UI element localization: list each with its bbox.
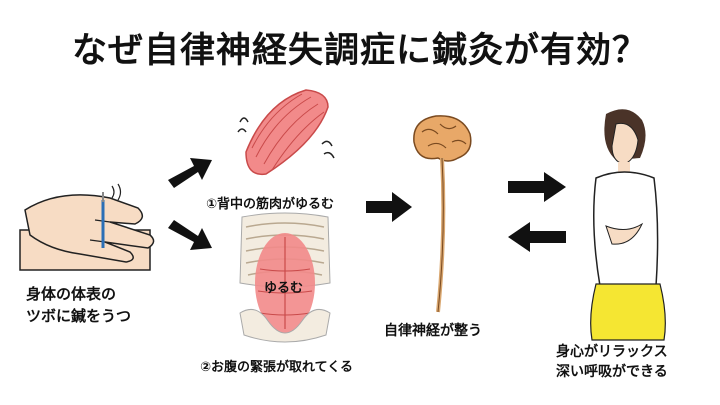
label-acupuncture: 身体の体表の ツボに鍼をうつ [26,285,132,325]
brain-nerve-illustration [413,115,472,313]
arrow-right-icon [508,172,566,202]
acupuncture-hand-illustration [19,183,155,271]
label-relax: ゆるむ [264,281,304,296]
abdomen-ribcage-illustration [239,212,331,343]
arrow-up-right-icon [168,158,212,188]
arrow-right-icon [366,192,412,222]
arrow-down-right-icon [168,220,212,250]
woman-breathing-illustration [590,109,666,341]
arrow-left-icon [508,222,566,252]
back-muscle-illustration [237,89,335,176]
label-abdomen: ②お腹の緊張が取れてくる [200,360,353,375]
label-mind-body: 身心がリラックス 深い呼吸ができる [556,344,668,380]
label-autonomic: 自律神経が整う [384,323,482,339]
diagram-title: なぜ自律神経失調症に鍼灸が有効？ [71,31,648,71]
label-back-muscles: ①背中の筋肉がゆるむ [206,197,335,212]
